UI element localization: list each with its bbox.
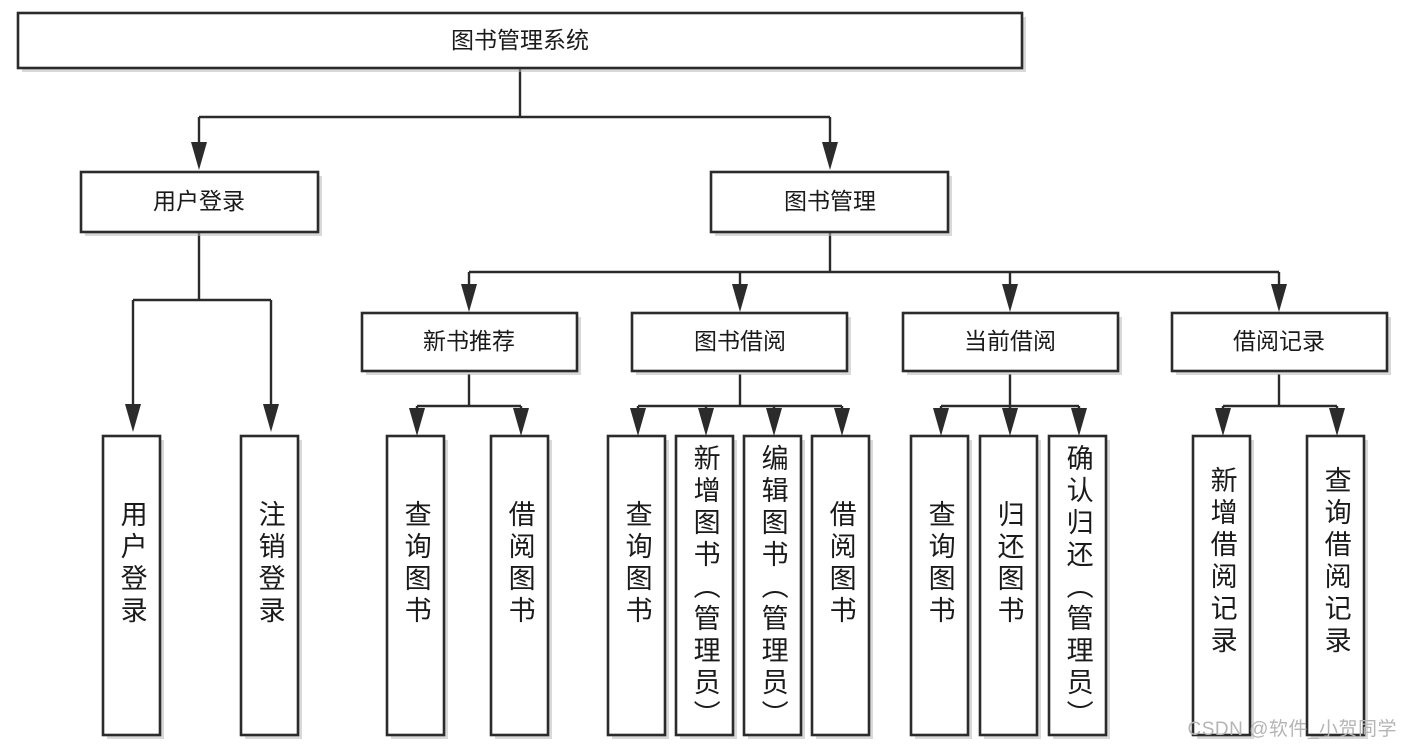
- book-borrow-label: 图书借阅: [694, 328, 786, 354]
- leaf-box-cb-confirm-return[interactable]: [1047, 434, 1108, 737]
- arrow-head-cb-leaf-1: [933, 408, 949, 436]
- leaf-box-bb-edit-book[interactable]: [742, 434, 803, 737]
- connector-group-new-book: [409, 374, 529, 436]
- node-current-borrow[interactable]: 当前借阅: [901, 311, 1122, 375]
- connector-group-borrow-record: [1215, 374, 1345, 436]
- connector-group-root: [191, 68, 838, 170]
- node-root-book-management-system[interactable]: 图书管理系统: [16, 11, 1026, 72]
- arrow-head-bb-leaf-1: [630, 408, 646, 436]
- leaf-boxes-current-borrow: [909, 434, 1110, 739]
- user-login-box[interactable]: [79, 170, 320, 234]
- arrow-head-br-leaf-1: [1215, 408, 1231, 436]
- node-user-login[interactable]: 用户登录: [79, 170, 322, 236]
- current-borrow-label: 当前借阅: [964, 328, 1056, 354]
- arrow-head-cb-leaf-3: [1071, 408, 1087, 436]
- leaf-boxes-user-login: [101, 434, 302, 739]
- csdn-watermark: CSDN @软件_小贺同学: [1187, 719, 1397, 740]
- connector-group-user-login: [125, 232, 279, 432]
- leaf-box-nb-borrow-book[interactable]: [489, 434, 550, 737]
- arrow-head-current-borrow: [1002, 284, 1018, 312]
- arrow-head-br-leaf-2: [1329, 408, 1345, 436]
- leaf-box-user-login-logout[interactable]: [239, 434, 300, 737]
- user-login-label: 用户登录: [153, 188, 245, 214]
- connector-group-current-borrow: [933, 374, 1087, 436]
- arrow-head-book-mgmt: [822, 142, 838, 170]
- book-borrow-box[interactable]: [630, 311, 849, 373]
- book-management-box[interactable]: [709, 170, 950, 234]
- leaf-box-bb-query-book[interactable]: [606, 434, 667, 737]
- book-management-label: 图书管理: [784, 188, 876, 214]
- leaf-box-cb-query-book[interactable]: [909, 434, 970, 737]
- new-book-recommend-box[interactable]: [360, 311, 579, 373]
- connector-group-book-borrow: [630, 374, 850, 436]
- leaf-box-cb-return-book[interactable]: [978, 434, 1039, 737]
- leaf-boxes-new-book-recommend: [385, 434, 552, 739]
- arrow-head-new-book: [461, 284, 477, 312]
- current-borrow-box[interactable]: [901, 311, 1120, 373]
- arrow-head-bb-leaf-3: [766, 408, 782, 436]
- leaf-box-br-add-record[interactable]: [1191, 434, 1252, 737]
- leaf-box-br-query-record[interactable]: [1305, 434, 1366, 737]
- leaf-box-user-login-login[interactable]: [101, 434, 162, 737]
- root-box[interactable]: [16, 11, 1024, 70]
- node-book-borrow[interactable]: 图书借阅: [630, 311, 851, 375]
- arrow-head-ul-leaf-1: [125, 404, 141, 432]
- leaf-box-bb-borrow-book[interactable]: [810, 434, 871, 737]
- arrow-head-bb-leaf-4: [834, 408, 850, 436]
- node-book-management[interactable]: 图书管理: [709, 170, 952, 236]
- arrow-head-nb-leaf-1: [409, 408, 425, 436]
- arrow-head-cb-leaf-2: [1002, 408, 1018, 436]
- connector-group-book-mgmt: [461, 232, 1287, 312]
- leaf-boxes-book-borrow: [606, 434, 873, 739]
- borrow-record-label: 借阅记录: [1233, 328, 1325, 354]
- arrow-head-user-login: [191, 142, 207, 170]
- arrow-head-borrow-record: [1271, 284, 1287, 312]
- node-borrow-record[interactable]: 借阅记录: [1170, 311, 1391, 375]
- arrow-head-book-borrow: [732, 284, 748, 312]
- leaf-box-nb-query-book[interactable]: [385, 434, 446, 737]
- arrow-head-ul-leaf-2: [263, 404, 279, 432]
- node-new-book-recommend[interactable]: 新书推荐: [360, 311, 581, 375]
- leaf-boxes-borrow-record: [1191, 434, 1368, 739]
- leaf-box-bb-add-book[interactable]: [674, 434, 735, 737]
- new-book-recommend-label: 新书推荐: [423, 328, 515, 354]
- arrow-head-nb-leaf-2: [513, 408, 529, 436]
- root-label: 图书管理系统: [451, 27, 589, 53]
- arrow-head-bb-leaf-2: [698, 408, 714, 436]
- borrow-record-box[interactable]: [1170, 311, 1389, 373]
